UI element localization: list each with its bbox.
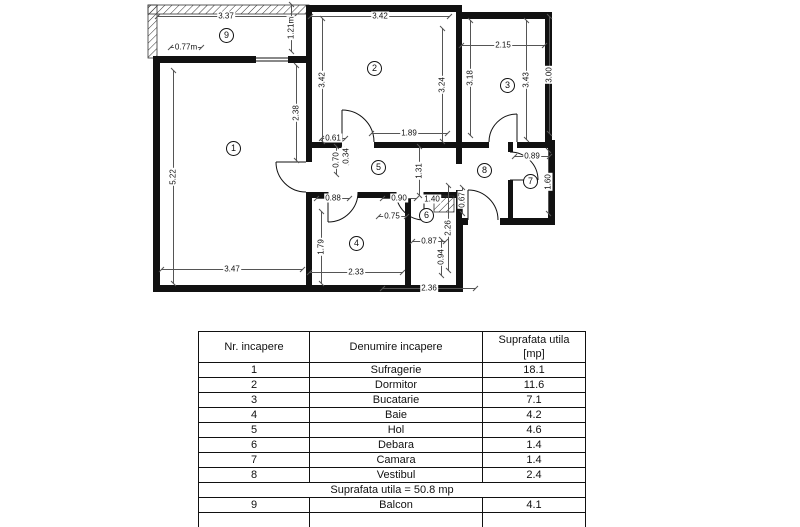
dimension-label: 0.67 [457,191,467,209]
dimension-label: 3.37 [217,11,235,21]
dimension-label: 1.21m [286,15,296,41]
room-number-7: 7 [523,174,538,189]
cell-denumire [309,512,483,527]
dimension-label: 3.47 [223,264,241,274]
cell-nr: 9 [198,497,310,513]
room-number-5: 5 [371,160,386,175]
cell-suprafata: 1.4 [482,452,586,468]
summary-row: Suprafata utila = 50.8 mp [198,482,586,498]
cell-denumire: Balcon [309,497,483,513]
dimension-label: 3.42 [371,11,389,21]
cell-nr: 7 [198,452,310,468]
cell-nr: 5 [198,422,310,438]
dimension-label: 2.36 [420,283,438,293]
cell-denumire: Bucatarie [309,392,483,408]
cell-suprafata: 4.1 [482,497,586,513]
cell-nr: 6 [198,437,310,453]
cell-denumire: Debara [309,437,483,453]
cell-nr: 1 [198,362,310,378]
cell-suprafata: 4.6 [482,422,586,438]
dimension-label: 1.60 [543,173,553,191]
cell-nr: 3 [198,392,310,408]
room-number-3: 3 [500,78,515,93]
dimension-label: 5.22 [168,168,178,186]
dimension-label: 1.79 [316,238,326,256]
room-area-table: Nr. incapere Denumire incapere Suprafata… [198,331,586,527]
dimension-label: 0.61 [324,133,342,143]
dimension-label: 0.89 [523,151,541,161]
dimension-label: 3.43 [521,71,531,89]
cell-suprafata: 18.1 [482,362,586,378]
cell-denumire: Baie [309,407,483,423]
dimension-label: 2.38 [291,104,301,122]
header-suprafata-line2: [mp] [523,348,545,360]
summary-total-utila: Suprafata utila = 50.8 mp [198,482,586,498]
cell-nr: 8 [198,467,310,483]
header-suprafata-line1: Suprafata utila [498,334,570,346]
cell-suprafata [482,512,586,527]
dimension-label: 3.42 [317,71,327,89]
dimension-label: 0.94 [436,248,446,266]
header-nr-incapere: Nr. incapere [198,331,310,363]
dimension-label: 0.90 [390,193,408,203]
cell-denumire: Vestibul [309,467,483,483]
dimension-label: 2.33 [347,267,365,277]
dimension-label: 0.88 [324,193,342,203]
dimension-label: 1.31 [414,162,424,180]
cell-suprafata: 11.6 [482,377,586,393]
header-suprafata-utila: Suprafata utila [mp] [482,331,586,363]
floor-plan: 3.37 0.77m 1.21m 3.42 2.15 3.42 3.24 3.18 3.43 3.… [0,0,800,320]
dimension-label: 3.24 [437,76,447,94]
dimension-label: 0.34 [341,147,351,165]
cell-denumire: Sufragerie [309,362,483,378]
cell-suprafata: 1.4 [482,437,586,453]
dimension-label: 0.70 [331,151,341,169]
dimension-label: 0.87 [420,236,438,246]
dimension-label: 0.75 [383,211,401,221]
cell-denumire: Hol [309,422,483,438]
dimension-label: 3.18 [465,69,475,87]
dimension-label: 1.40 [423,194,441,204]
room-number-2: 2 [367,61,382,76]
dimension-label: 2.15 [494,40,512,50]
table-header: Nr. incapere Denumire incapere Suprafata… [198,331,586,363]
cell-suprafata: 2.4 [482,467,586,483]
dimension-label: 2.26 [443,219,453,237]
room-number-8: 8 [477,163,492,178]
room-number-6: 6 [419,208,434,223]
table-row-partial [198,512,586,527]
room-number-1: 1 [226,141,241,156]
cell-nr: 4 [198,407,310,423]
dimension-label: 1.89 [400,128,418,138]
cell-denumire: Dormitor [309,377,483,393]
header-denumire-incapere: Denumire incapere [309,331,483,363]
cell-denumire: Camara [309,452,483,468]
cell-nr [198,512,310,527]
cell-suprafata: 4.2 [482,407,586,423]
room-number-4: 4 [349,236,364,251]
dimension-label: 3.00 [544,66,554,84]
cell-nr: 2 [198,377,310,393]
dimension-label: 0.77m [173,42,199,52]
cell-suprafata: 7.1 [482,392,586,408]
room-number-9: 9 [219,28,234,43]
